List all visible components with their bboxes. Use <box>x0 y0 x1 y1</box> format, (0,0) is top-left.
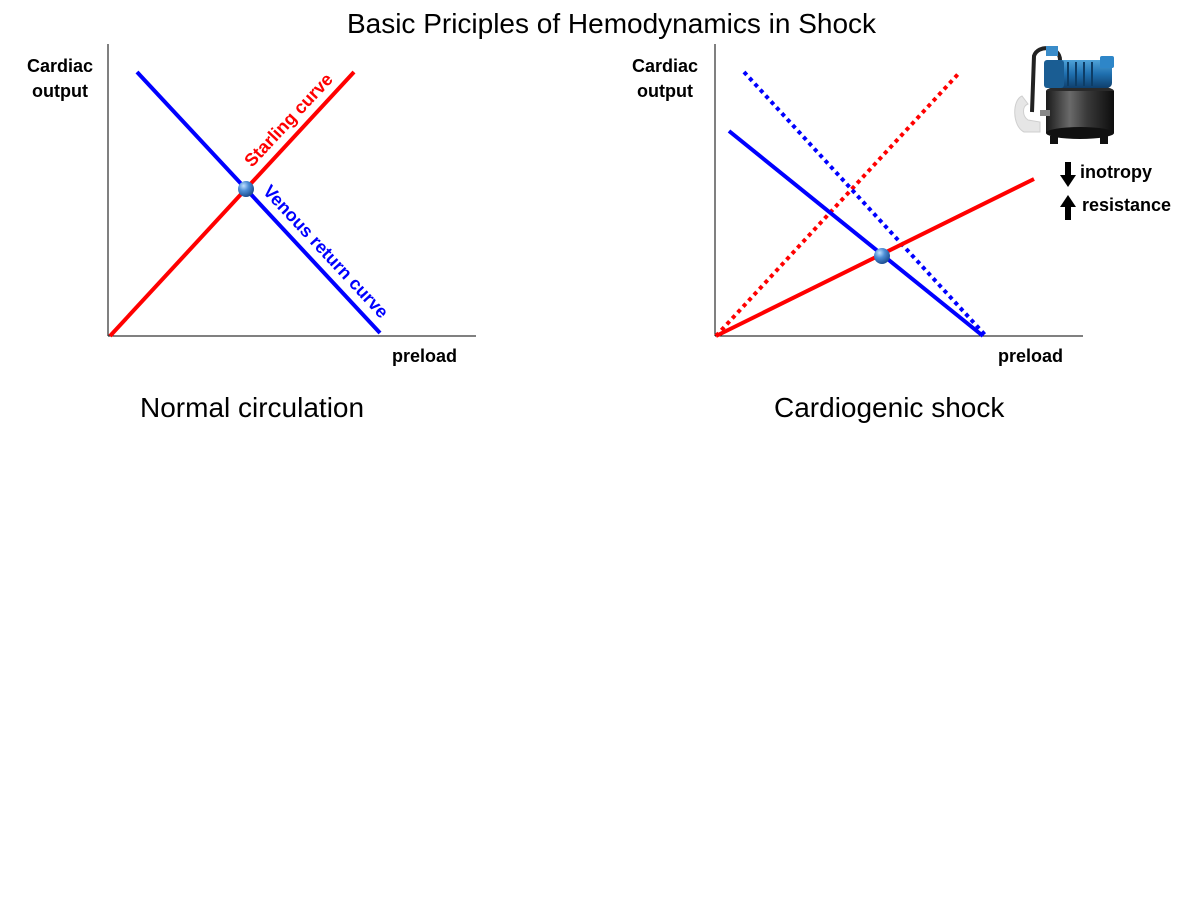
shock-x-axis-label: preload <box>998 346 1064 366</box>
effect-resistance-label: resistance <box>1082 195 1172 215</box>
normal-y-axis-label-line2: output <box>32 81 88 101</box>
normal-axes <box>107 44 476 337</box>
shock-axes <box>714 44 1083 337</box>
shock-y-axis-label-line2: output <box>637 81 693 101</box>
shock-normal-venous-curve-dotted <box>742 70 988 338</box>
shock-normal-starling-curve-dotted <box>714 70 962 338</box>
effect-inotropy-label: inotropy <box>1080 162 1152 182</box>
down-arrow-icon <box>1060 162 1076 187</box>
shock-venous-return-curve <box>727 129 985 338</box>
shock-y-axis-label-line1: Cardiac <box>631 56 699 76</box>
water-pump-icon <box>1014 46 1114 144</box>
normal-caption: Normal circulation <box>140 392 365 423</box>
slide-title: Basic Priciples of Hemodynamics in Shock <box>346 8 877 39</box>
normal-starling-curve <box>108 70 356 338</box>
shock-caption: Cardiogenic shock <box>774 392 1005 423</box>
up-arrow-icon <box>1060 195 1076 220</box>
starling-curve-label: Starling curve <box>240 69 336 170</box>
normal-x-axis-label: preload <box>392 346 458 366</box>
shock-y-axis-label: Cardiac output <box>625 54 705 104</box>
shock-equilibrium-point <box>874 248 890 264</box>
normal-equilibrium-point <box>238 181 254 197</box>
normal-y-axis-label: Cardiac output <box>20 54 100 104</box>
normal-venous-return-curve <box>135 70 382 335</box>
normal-y-axis-label-line1: Cardiac <box>26 56 94 76</box>
venous-return-curve-label: Venous return curve <box>259 181 392 322</box>
